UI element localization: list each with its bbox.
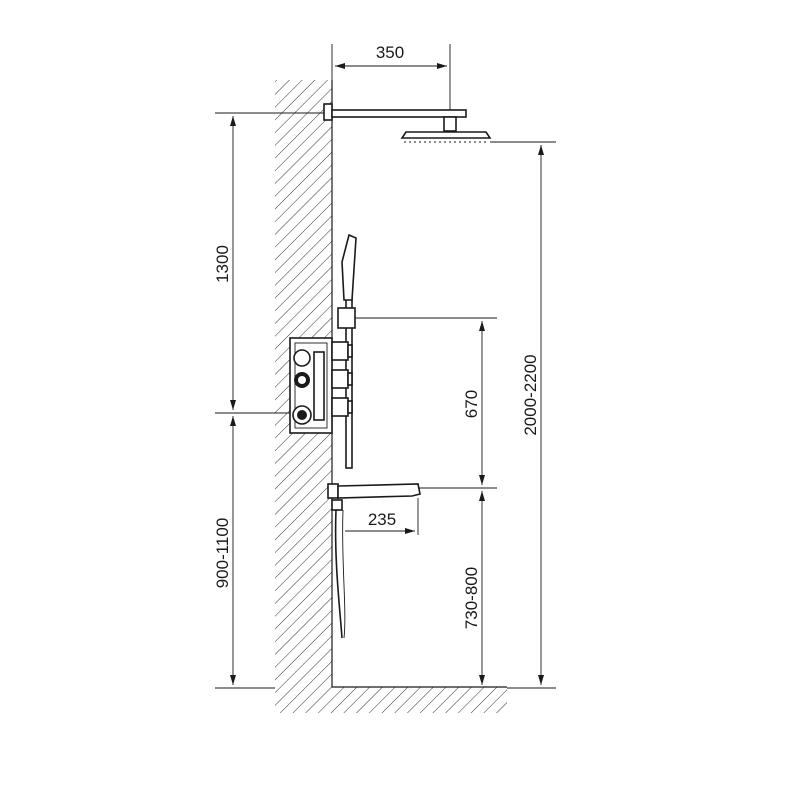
knob-icon: [331, 369, 349, 389]
rail-bracket: [337, 307, 356, 329]
valve-port-icon: [293, 349, 311, 367]
dim-label-670: 670: [462, 390, 481, 418]
wall-flange: [323, 103, 333, 121]
extension-lines: [215, 44, 556, 689]
dim-label-2000-2200: 2000-2200: [521, 354, 540, 435]
knob-icon: [331, 397, 349, 417]
control-knobs: [331, 341, 353, 417]
dim-label-1300: 1300: [213, 245, 232, 283]
rain-shower: [323, 103, 492, 143]
thermostatic-valve-box: [289, 337, 333, 434]
knob-icon: [331, 341, 349, 361]
rain-shower-head: [400, 131, 492, 139]
dim-label-350: 350: [376, 43, 404, 62]
shower-head-connector: [443, 116, 457, 132]
bath-spout: [327, 483, 421, 511]
shower-hose: [334, 509, 343, 639]
shower-arm: [331, 109, 467, 118]
hose-connector: [331, 499, 343, 511]
dim-label-900-1100: 900-1100: [213, 518, 232, 589]
hand-shower-icon: [341, 233, 357, 301]
slide-rail: [337, 233, 357, 469]
dim-label-235: 235: [368, 510, 396, 529]
dim-label-730-800: 730-800: [462, 567, 481, 629]
